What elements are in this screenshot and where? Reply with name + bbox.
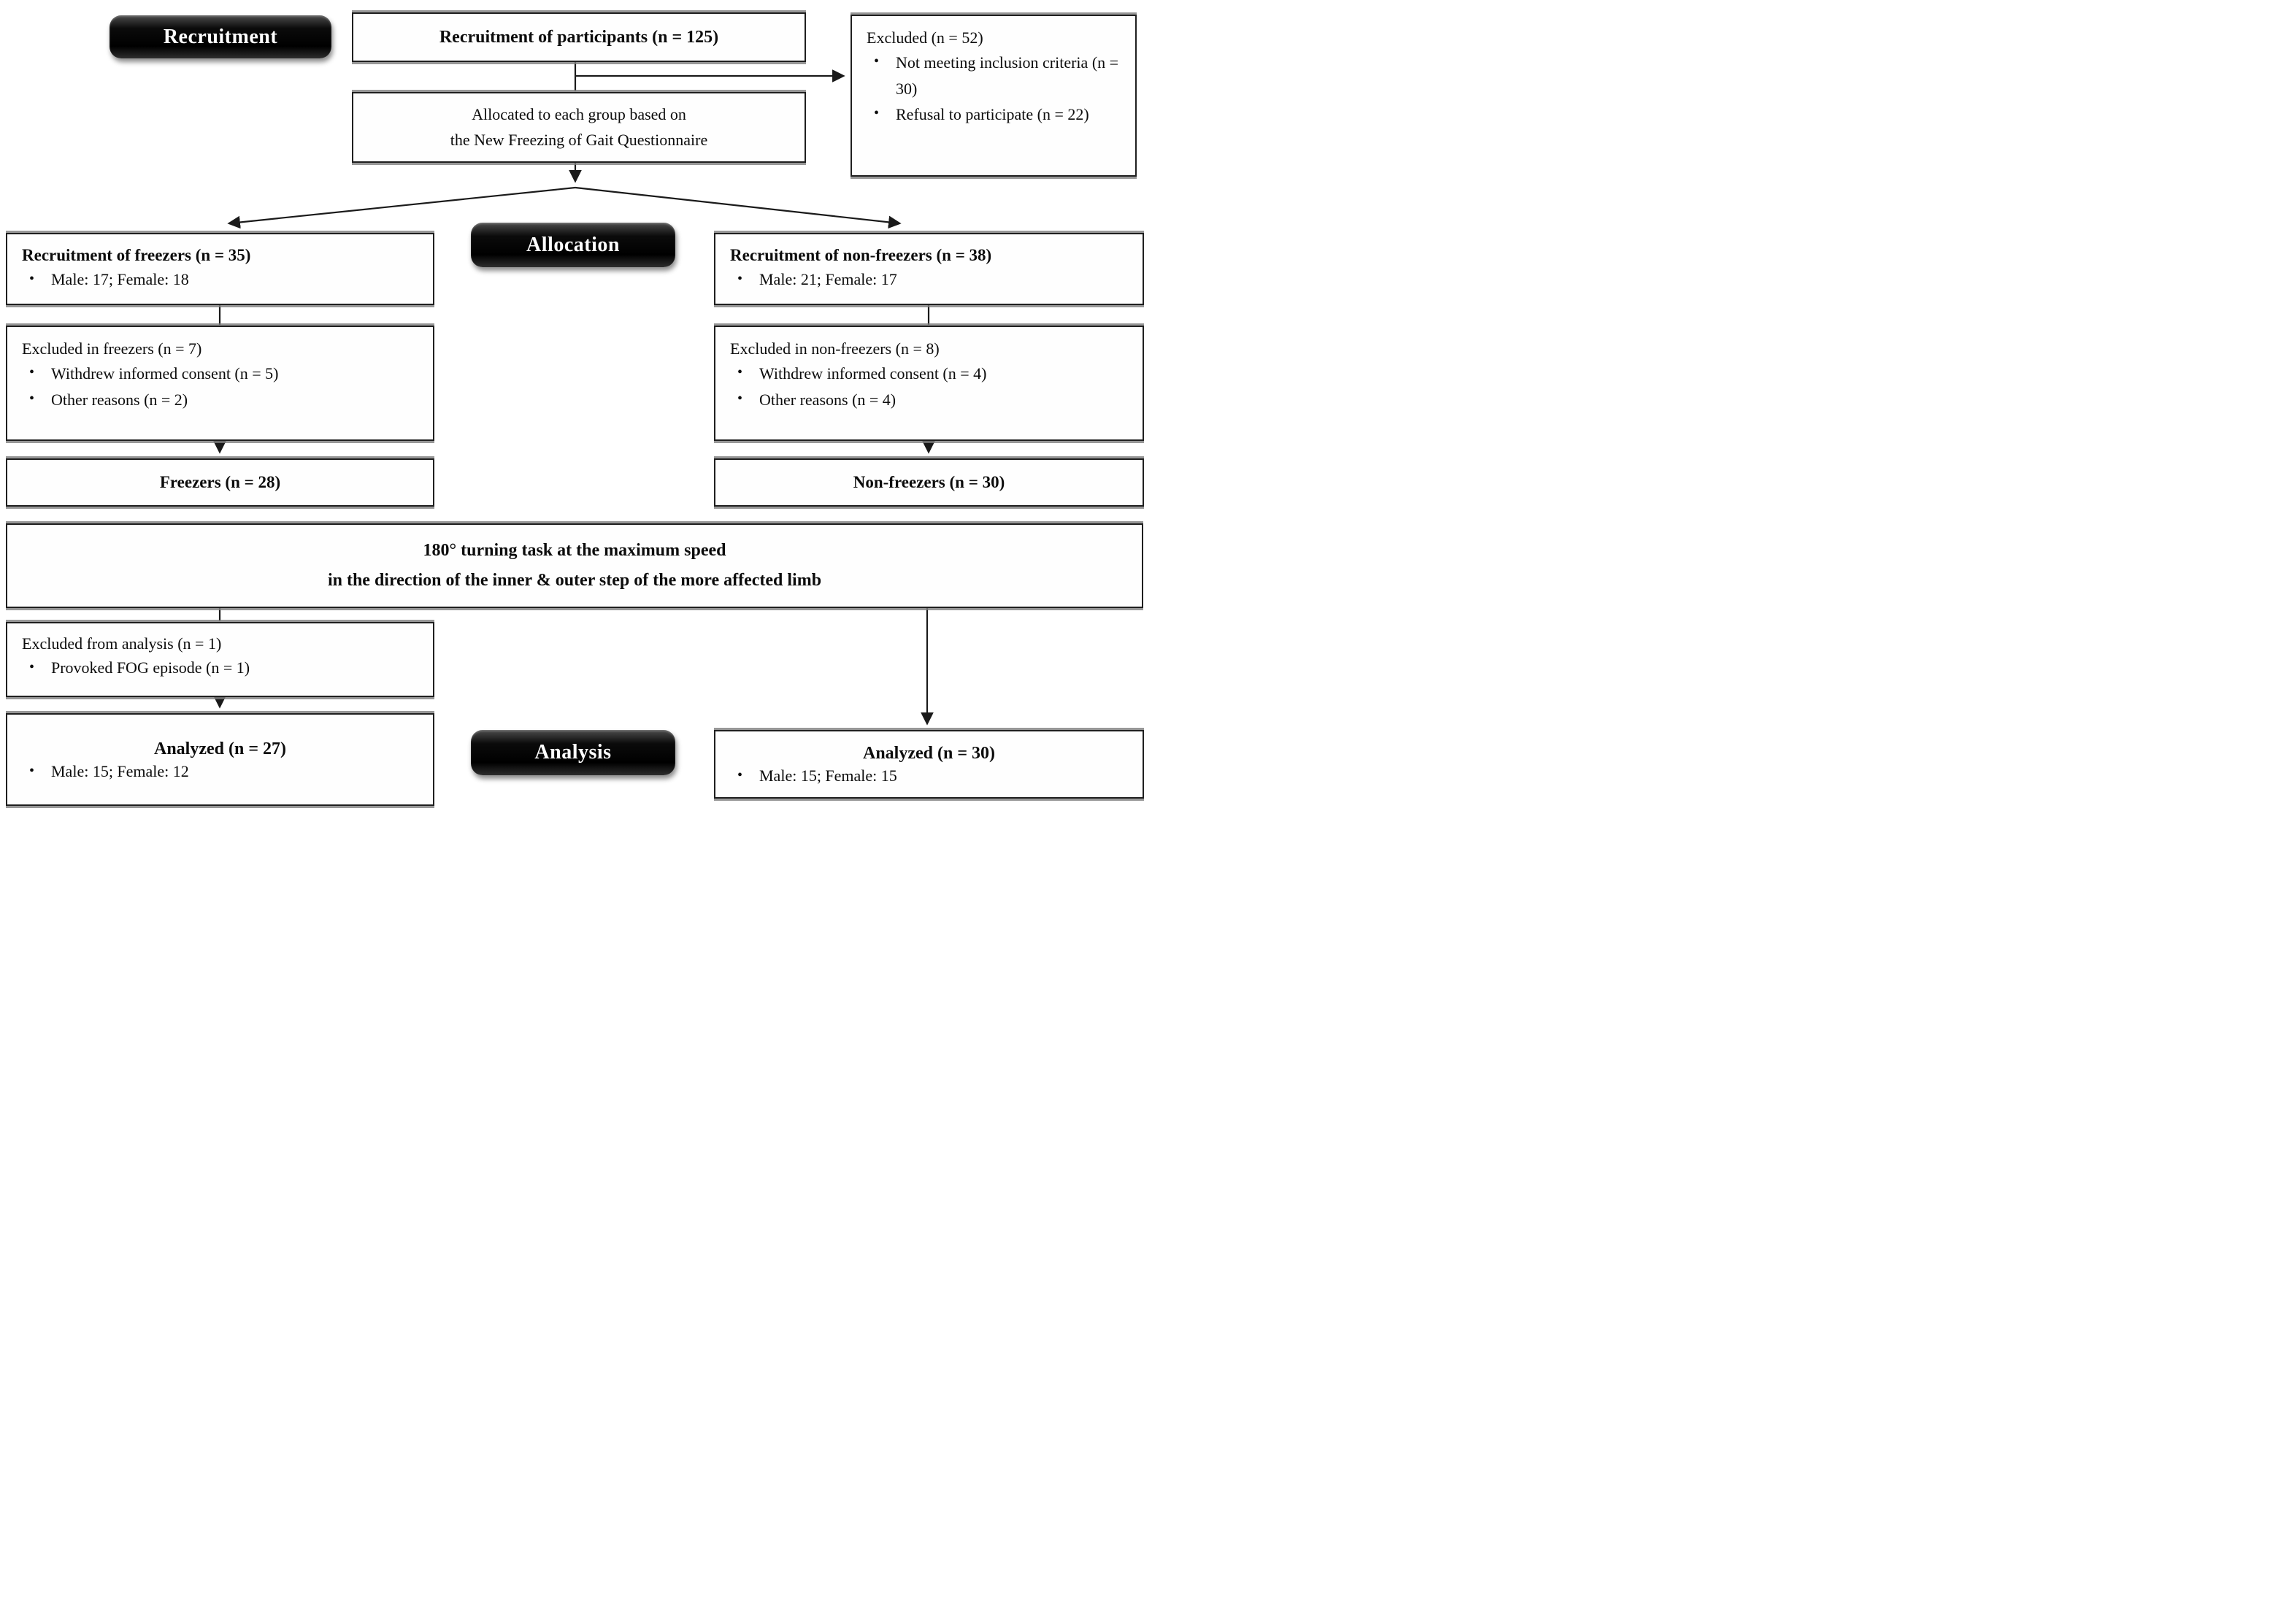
list-item: • Provoked FOG episode (n = 1) [19, 656, 433, 680]
box-non-freezers-recruited-bullets: • Male: 21; Female: 17 [715, 267, 1143, 291]
box-freezers-analyzed-bullets: • Male: 15; Female: 12 [7, 759, 433, 783]
box-non-freezers-excluded-title: Excluded in non-freezers (n = 8) [730, 339, 940, 358]
bullet-icon: • [29, 658, 35, 675]
box-excluded-recruitment-title: Excluded (n = 52) [867, 28, 983, 47]
bullet-icon: • [737, 390, 743, 407]
box-freezers-final-title: Freezers (n = 28) [159, 473, 281, 491]
box-analysis-excluded-bullets: • Provoked FOG episode (n = 1) [7, 656, 433, 680]
list-item: • Other reasons (n = 2) [19, 387, 433, 413]
box-freezers-excluded: Excluded in freezers (n = 7) • Withdrew … [6, 326, 434, 441]
box-excluded-recruitment-bullets: • Not meeting inclusion criteria (n = 30… [852, 50, 1135, 128]
box-turning-task: 180° turning task at the maximum speed i… [6, 523, 1143, 608]
bullet-icon: • [737, 767, 743, 783]
box-non-freezers-final: Non-freezers (n = 30) [714, 458, 1144, 507]
box-excluded-recruitment: Excluded (n = 52) • Not meeting inclusio… [851, 15, 1137, 177]
list-item: • Refusal to participate (n = 22) [864, 101, 1135, 128]
list-item: • Male: 17; Female: 18 [19, 267, 433, 291]
box-freezers-final: Freezers (n = 28) [6, 458, 434, 507]
box-freezers-excluded-title: Excluded in freezers (n = 7) [22, 339, 202, 358]
stage-pill-analysis-label: Analysis [534, 741, 612, 764]
box-freezers-analyzed: Analyzed (n = 27) • Male: 15; Female: 12 [6, 713, 434, 806]
box-non-freezers-final-title: Non-freezers (n = 30) [853, 473, 1005, 491]
bullet-icon: • [737, 271, 743, 288]
box-freezers-recruited: Recruitment of freezers (n = 35) • Male:… [6, 233, 434, 305]
box-allocation-method-line1: Allocated to each group based on [472, 105, 686, 124]
bullet-icon: • [29, 762, 35, 779]
bullet-icon: • [29, 390, 35, 407]
consort-flow-diagram: Recruitment Allocation Analysis Recruitm… [0, 0, 1148, 811]
stage-pill-allocation-label: Allocation [526, 233, 620, 256]
bullet-icon: • [29, 271, 35, 288]
list-item: • Withdrew informed consent (n = 5) [19, 361, 433, 387]
list-item: • Withdrew informed consent (n = 4) [727, 361, 1143, 387]
connector-lines [213, 62, 935, 726]
list-item: • Male: 15; Female: 15 [727, 764, 1143, 788]
stage-pill-allocation: Allocation [471, 223, 675, 267]
arrow-split-to-non-freezers [575, 186, 902, 229]
arrow-split-to-freezers [227, 186, 576, 229]
box-non-freezers-analyzed-bullets: • Male: 15; Female: 15 [715, 764, 1143, 788]
list-item: • Not meeting inclusion criteria (n = 30… [864, 50, 1135, 101]
box-non-freezers-excluded-bullets: • Withdrew informed consent (n = 4) • Ot… [715, 361, 1143, 412]
box-non-freezers-recruited-title: Recruitment of non-freezers (n = 38) [730, 246, 992, 264]
box-freezers-recruited-bullets: • Male: 17; Female: 18 [7, 267, 433, 291]
stage-pill-recruitment: Recruitment [110, 15, 331, 58]
box-non-freezers-analyzed: Analyzed (n = 30) • Male: 15; Female: 15 [714, 730, 1144, 799]
box-allocation-method: Allocated to each group based on the New… [352, 92, 806, 163]
list-item: • Male: 21; Female: 17 [727, 267, 1143, 291]
box-turning-task-line1: 180° turning task at the maximum speed [423, 541, 726, 561]
bullet-icon: • [737, 364, 743, 380]
box-non-freezers-analyzed-title: Analyzed (n = 30) [862, 744, 995, 763]
box-non-freezers-recruited: Recruitment of non-freezers (n = 38) • M… [714, 233, 1144, 305]
box-allocation-method-line2: the New Freezing of Gait Questionnaire [450, 130, 708, 149]
box-analysis-excluded: Excluded from analysis (n = 1) • Provoke… [6, 622, 434, 697]
box-freezers-recruited-title: Recruitment of freezers (n = 35) [22, 246, 251, 264]
box-non-freezers-excluded: Excluded in non-freezers (n = 8) • Withd… [714, 326, 1144, 441]
list-item: • Male: 15; Female: 12 [19, 759, 433, 783]
stage-pill-recruitment-label: Recruitment [163, 25, 278, 48]
stage-pill-analysis: Analysis [471, 730, 675, 775]
box-recruitment-participants-title: Recruitment of participants (n = 125) [439, 27, 719, 47]
bullet-icon: • [874, 53, 880, 69]
bullet-icon: • [874, 105, 880, 122]
box-freezers-analyzed-title: Analyzed (n = 27) [153, 739, 286, 758]
box-turning-task-line2: in the direction of the inner & outer st… [327, 571, 822, 590]
box-freezers-excluded-bullets: • Withdrew informed consent (n = 5) • Ot… [7, 361, 433, 412]
list-item: • Other reasons (n = 4) [727, 387, 1143, 413]
box-analysis-excluded-title: Excluded from analysis (n = 1) [22, 634, 222, 653]
bullet-icon: • [29, 364, 35, 380]
box-recruitment-participants: Recruitment of participants (n = 125) [352, 12, 806, 62]
